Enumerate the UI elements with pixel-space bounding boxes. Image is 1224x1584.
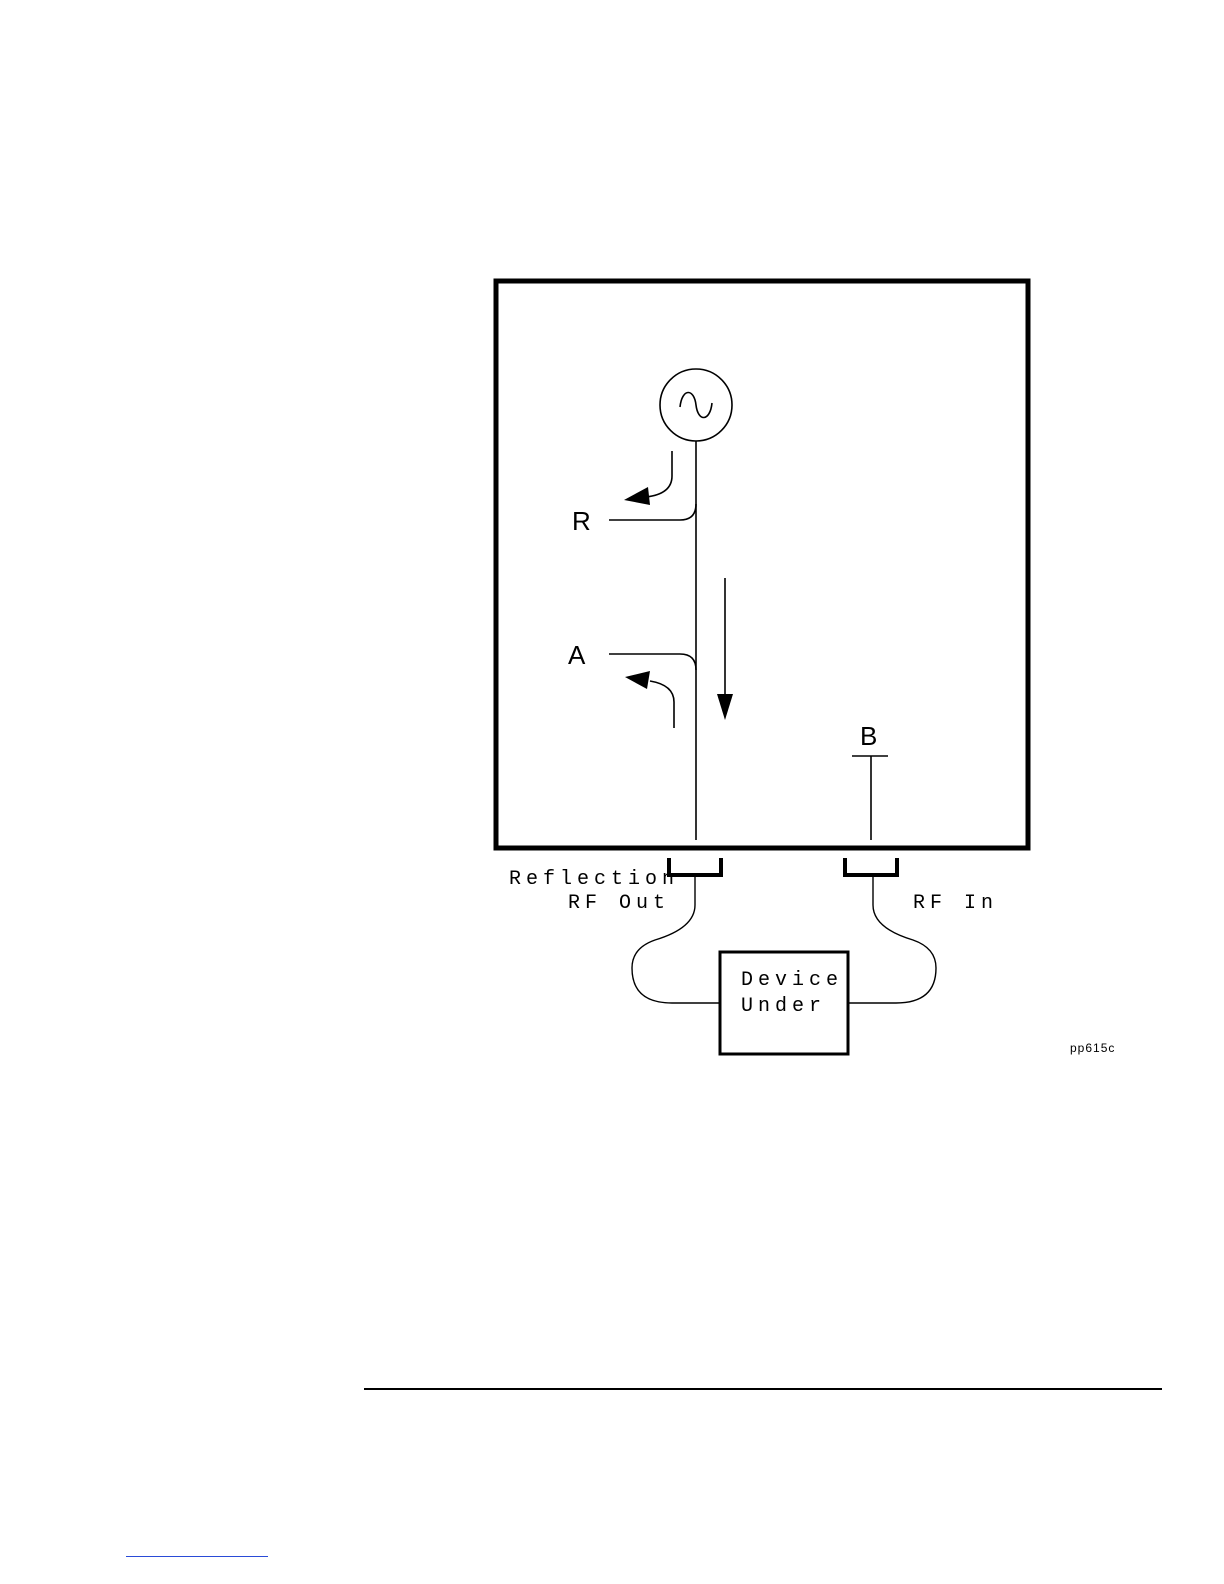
r-coupler-line [609, 504, 696, 520]
signal-source-icon [660, 369, 732, 441]
label-rf-in: RF In [913, 892, 998, 915]
rf-in-connector [845, 858, 897, 875]
label-reflection: Reflection [509, 868, 679, 891]
figure-id: pp615c [1070, 1041, 1115, 1055]
instrument-box [496, 281, 1028, 848]
label-r: R [572, 506, 591, 536]
a-coupling-arrow-icon [625, 671, 674, 728]
label-b: B [860, 721, 877, 751]
page-rule [364, 1388, 1162, 1390]
label-device: Device [741, 969, 843, 992]
label-under: Under [741, 995, 826, 1018]
forward-direction-arrow-icon [717, 578, 733, 720]
a-coupler-line [609, 654, 696, 670]
r-coupling-arrow-icon [624, 451, 672, 505]
label-rf-out: RF Out [568, 892, 670, 915]
b-receiver-icon [852, 756, 888, 840]
label-a: A [568, 640, 586, 670]
footer-link-underline [126, 1556, 268, 1557]
